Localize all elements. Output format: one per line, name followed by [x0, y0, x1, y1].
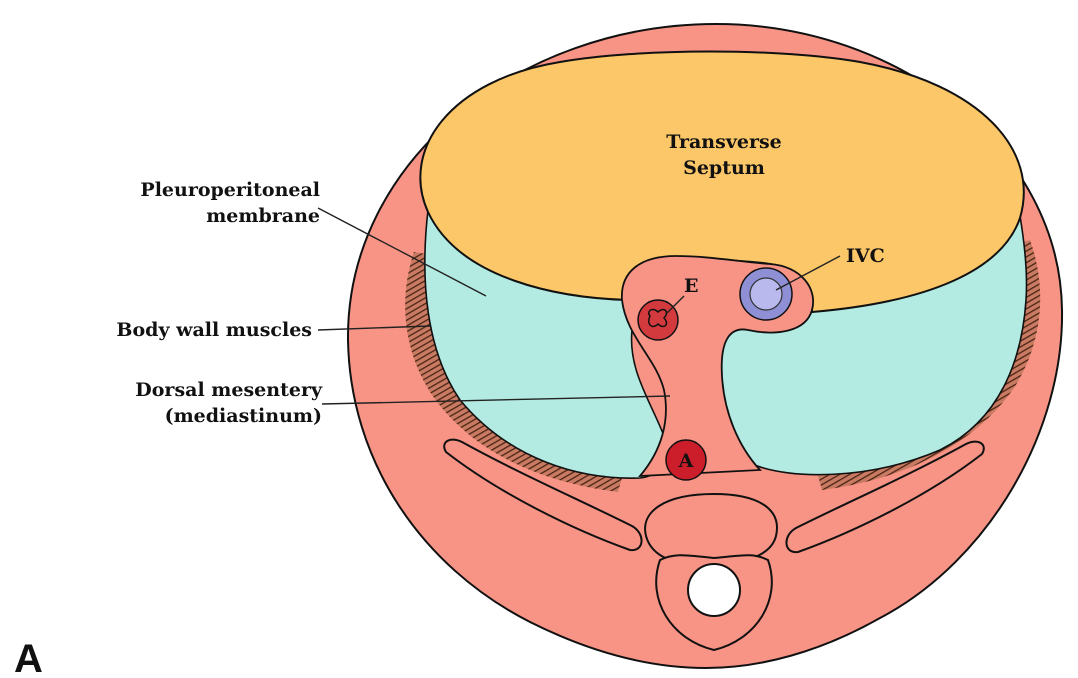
label-aorta: A: [678, 450, 694, 472]
label-esophagus: E: [684, 275, 698, 297]
ivc-lumen: [750, 278, 782, 310]
label-ivc: IVC: [846, 245, 885, 267]
label-transverse-line1: Transverse: [666, 131, 782, 153]
label-transverse-line2: Septum: [683, 157, 765, 179]
label-dorsal-mesentery-line2: (mediastinum): [165, 405, 322, 427]
esophagus: [638, 300, 678, 340]
vertebral-body: [645, 494, 777, 564]
label-dorsal-mesentery-line1: Dorsal mesentery: [135, 379, 323, 401]
label-pleuroperitoneal-line2: membrane: [206, 205, 320, 227]
label-pleuroperitoneal-line1: Pleuroperitoneal: [140, 179, 320, 201]
panel-letter: A: [14, 637, 43, 678]
label-body-wall: Body wall muscles: [116, 319, 312, 341]
spinal-canal: [688, 564, 740, 616]
